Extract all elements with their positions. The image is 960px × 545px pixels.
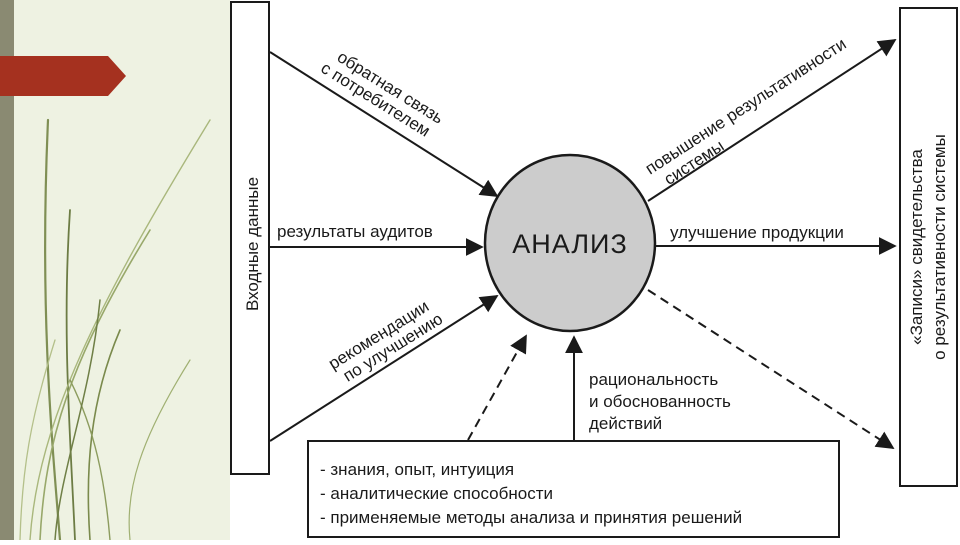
input-data-label: Входные данные (243, 177, 262, 311)
records-label-line1: «Записи» свидетельства (907, 149, 926, 345)
rationality-line3: действий (589, 414, 662, 433)
rationality-line1: рациональность (589, 370, 718, 389)
effectiveness-label-line1: повышение результативности (642, 34, 850, 178)
records-label-line2: о результативности системы (930, 134, 949, 360)
knowledge-dashed-arrow (468, 336, 526, 440)
analysis-label: АНАЛИЗ (512, 229, 628, 259)
audits-label: результаты аудитов (277, 222, 433, 241)
recommendations-arrow (270, 296, 497, 441)
records-dashed-arrow (648, 290, 893, 448)
competency-item: - знания, опыт, интуиция (320, 460, 514, 479)
competency-item: - аналитические способности (320, 484, 553, 503)
rationality-line2: и обоснованность (589, 392, 731, 411)
product-label: улучшение продукции (670, 223, 844, 242)
competency-item: - применяемые методы анализа и принятия … (320, 508, 742, 527)
